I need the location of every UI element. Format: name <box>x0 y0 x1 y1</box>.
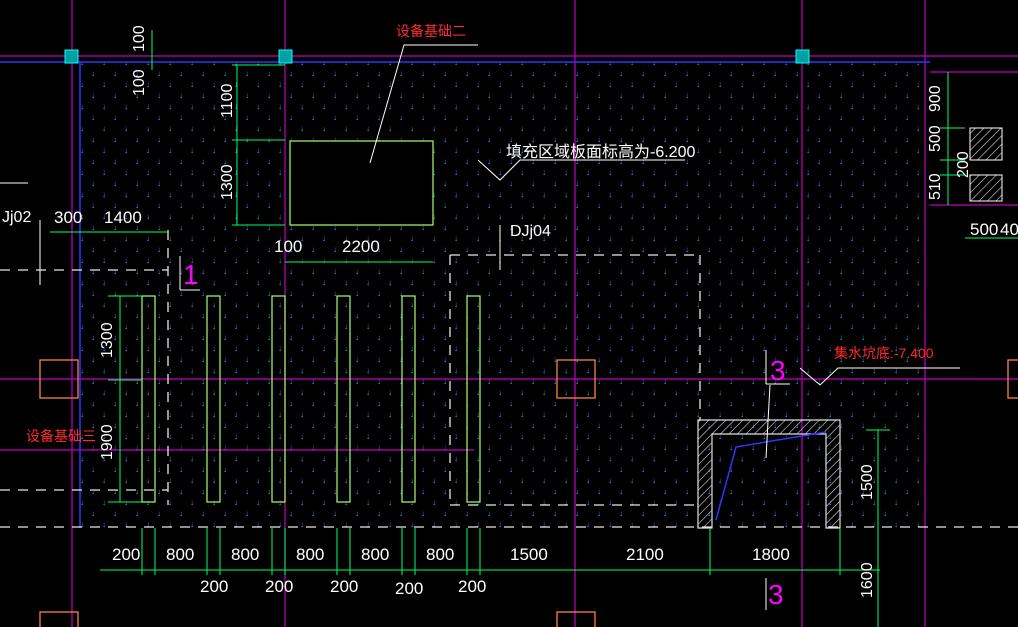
dim-v-1300-left: 1300 <box>99 322 116 358</box>
dim-bottom-2-2: 200 <box>265 577 293 596</box>
column-caps <box>64 49 810 64</box>
dim-right-500b: 500 <box>970 220 998 239</box>
section-mark-3-top: 3 <box>770 355 786 386</box>
dim-v-1900: 1900 <box>99 424 116 460</box>
dim-v-1600: 1600 <box>859 562 876 598</box>
dim-h-1400: 1400 <box>104 208 142 227</box>
dim-right-900: 900 <box>927 85 944 112</box>
dim-bottom-1-8: 2100 <box>626 545 664 564</box>
column-outlines <box>39 359 1018 627</box>
section-mark-1: 1 <box>183 259 199 290</box>
bottom-dims-row1: 200 800 800 800 800 800 1500 2100 1800 <box>112 545 790 564</box>
dim-v-1100: 1100 <box>219 83 236 118</box>
dim-bottom-1-2: 800 <box>166 545 194 564</box>
dim-bottom-1-5: 800 <box>361 545 389 564</box>
bottom-dims-row2: 200 200 200 200 200 <box>200 577 486 598</box>
label-dj02: Jj02 <box>2 209 31 226</box>
dim-lines <box>50 30 1018 627</box>
dim-bottom-1-9: 1800 <box>752 545 790 564</box>
dim-h-2200: 2200 <box>342 237 380 256</box>
dim-top-100: 100 <box>131 25 148 52</box>
dim-top-100b: 100 <box>131 69 148 96</box>
dim-v-1500: 1500 <box>859 464 876 500</box>
dim-bottom-2-1: 200 <box>200 577 228 596</box>
sump-pit <box>697 419 841 529</box>
label-fill-area-note: 填充区域板面标高为-6.200 <box>506 143 695 161</box>
label-equip-base-3: 设备基础三 <box>26 428 96 444</box>
dim-right-200: 200 <box>955 151 972 178</box>
dim-bottom-1-7: 1500 <box>510 545 548 564</box>
small-foundations <box>969 127 1003 202</box>
dim-v-1300-top: 1300 <box>219 164 236 200</box>
label-equip-base-2: 设备基础二 <box>396 23 466 39</box>
leaders <box>0 44 960 610</box>
label-sump-note: 集水坑底:-7.400 <box>834 345 934 361</box>
dim-bottom-1-4: 800 <box>296 545 324 564</box>
dim-right-40: 40 <box>1000 220 1018 239</box>
dim-bottom-1-6: 800 <box>426 545 454 564</box>
section-mark-3-bottom: 3 <box>768 579 784 610</box>
strip-foundations <box>141 295 481 503</box>
dashed-lines <box>0 230 1018 528</box>
dim-right-500: 500 <box>927 125 944 152</box>
equip-base-2-outline <box>289 140 434 226</box>
dim-h-300: 300 <box>54 208 82 227</box>
dim-bottom-2-5: 200 <box>458 577 486 596</box>
label-djj04: DJj04 <box>510 223 551 240</box>
dim-bottom-1-1: 200 <box>112 545 140 564</box>
dim-bottom-1-3: 800 <box>231 545 259 564</box>
dim-right-510: 510 <box>927 173 944 200</box>
dim-h-100: 100 <box>274 237 302 256</box>
dim-bottom-2-3: 200 <box>330 577 358 596</box>
dim-bottom-2-4: 200 <box>395 579 423 598</box>
slab-edge <box>0 61 930 528</box>
